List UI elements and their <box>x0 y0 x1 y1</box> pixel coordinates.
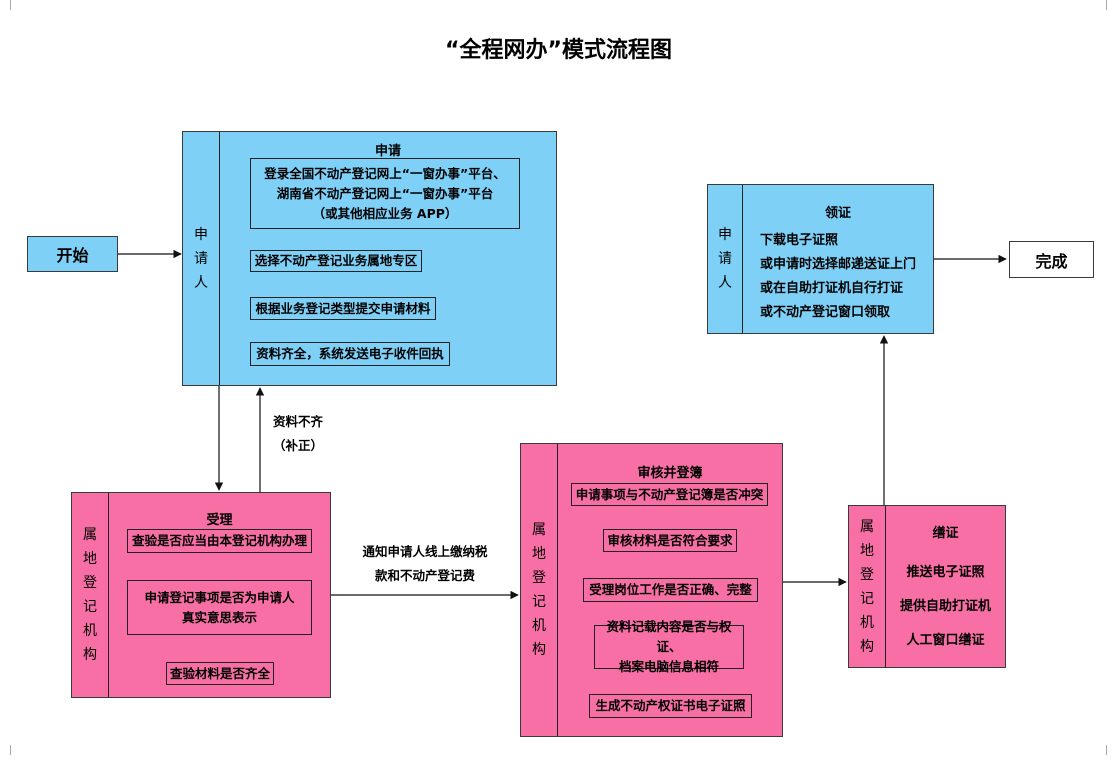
supplement-note: 资料不齐 （补正） <box>272 414 323 453</box>
receive-lines: 下载电子证照 或申请时选择邮递送证上门 或在自助打证机自行打证 或不动产登记窗口… <box>760 233 917 320</box>
issue-role: 属 地 登 记 机 构 <box>849 506 886 667</box>
apply-step-submit: 根据业务登记类型提交申请材料 <box>250 297 436 320</box>
review-step-certificate: 生成不动产权证书电子证照 <box>589 694 752 718</box>
apply-step-select: 选择不动产登记业务属地专区 <box>250 250 422 272</box>
review-step-conflict: 申请事项与不动产登记簿是否冲突 <box>571 483 768 506</box>
accept-header: 受理 <box>206 513 233 528</box>
accept-step-intent: 申请登记事项是否为申请人 真实意思表示 <box>127 580 312 635</box>
accept-step-materials: 查验材料是否齐全 <box>166 662 274 685</box>
notify-note: 通知申请人线上缴纳税 款和不动产登记费 <box>362 544 488 583</box>
finish-label: 完成 <box>1035 251 1068 271</box>
apply-lane: 申 请 人 申请 登录全国不动产登记网上“一窗办事”平台、 湖南省不动产登记网上… <box>182 131 557 386</box>
start-label: 开始 <box>56 246 89 265</box>
crop-mark <box>10 745 11 755</box>
crop-mark <box>1106 0 1107 10</box>
review-header: 审核并登簿 <box>637 466 703 481</box>
receive-lane: 申 请 人 领证 下载电子证照 或申请时选择邮递送证上门 或在自助打证机自行打证… <box>707 184 934 334</box>
review-lane: 属 地 登 记 机 构 审核并登簿 申请事项与不动产登记簿是否冲突 审核材料是否… <box>520 443 783 737</box>
apply-step-login: 登录全国不动产登记网上“一窗办事”平台、 湖南省不动产登记网上“一窗办事”平台 … <box>250 158 520 229</box>
issue-lines: 推送电子证照 提供自助打证机 人工窗口缮证 <box>899 565 991 648</box>
issue-header: 缮证 <box>932 526 959 541</box>
start-node: 开始 <box>27 236 118 272</box>
review-step-materials: 审核材料是否符合要求 <box>603 529 737 552</box>
review-role: 属 地 登 记 机 构 <box>521 444 558 736</box>
finish-node: 完成 <box>1009 241 1094 278</box>
receive-role: 申 请 人 <box>708 185 743 333</box>
review-step-check: 受理岗位工作是否正确、完整 <box>583 578 758 602</box>
apply-step-receipt: 资料齐全，系统发送电子收件回执 <box>250 342 450 366</box>
crop-mark <box>10 0 11 10</box>
crop-mark <box>1106 745 1107 755</box>
receive-header: 领证 <box>824 206 851 221</box>
review-step-records: 资料记载内容是否与权证、 档案电脑信息相符 <box>594 619 744 674</box>
accept-lane: 属 地 登 记 机 构 受理 查验是否应当由本登记机构办理 申请登记事项是否为申… <box>71 492 331 698</box>
issue-lane: 属 地 登 记 机 构 缮证 推送电子证照 提供自助打证机 人工窗口缮证 <box>848 505 1006 668</box>
accept-role: 属 地 登 记 机 构 <box>72 493 109 697</box>
page-title: “全程网办”模式流程图 <box>445 38 672 63</box>
accept-step-authority: 查验是否应当由本登记机构办理 <box>127 529 312 553</box>
apply-role: 申 请 人 <box>183 132 220 385</box>
apply-header: 申请 <box>374 144 401 159</box>
